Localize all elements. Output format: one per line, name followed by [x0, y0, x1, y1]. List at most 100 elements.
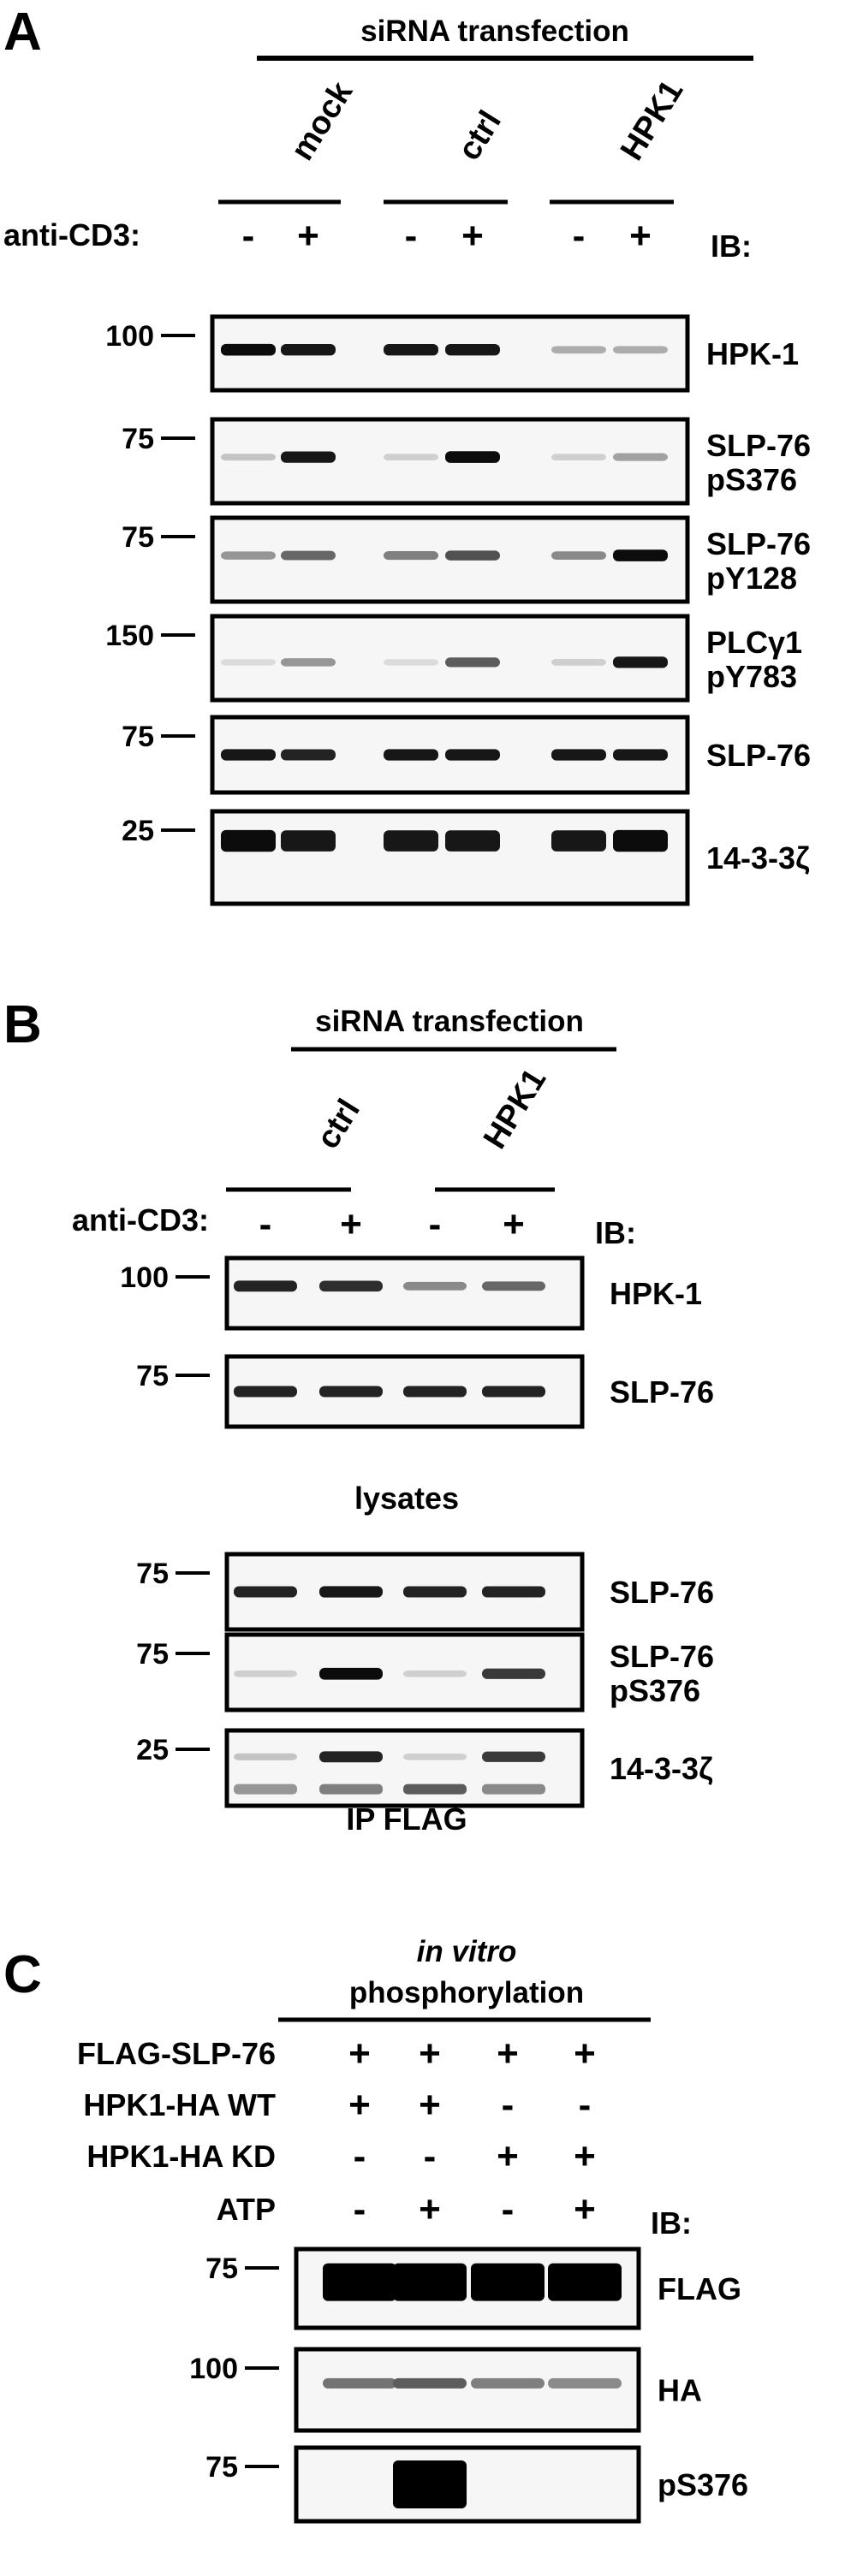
panel-a-blot-frame	[210, 809, 690, 906]
panel-c-ib-target: HA	[658, 2373, 702, 2408]
panel-a-band	[445, 749, 500, 761]
panel-a-band	[384, 551, 438, 561]
panel-b-band	[234, 1753, 297, 1760]
panel-b-letter: B	[3, 995, 42, 1054]
panel-c-row-2-sign-1: +	[348, 2084, 371, 2126]
panel-c-row-1-sign-1: +	[348, 2033, 371, 2074]
panel-a-mw-marker: 25	[122, 815, 154, 847]
panel-b-mw-marker: 25	[136, 1734, 169, 1766]
panel-c-row-1-sign-2: +	[419, 2033, 441, 2074]
panel-c-row-1: FLAG-SLP-76++++	[77, 2033, 596, 2074]
panel-a-band	[445, 550, 500, 561]
panel-b-band	[234, 1280, 297, 1292]
panel-c-ib-target: pS376	[658, 2467, 748, 2502]
panel-c: C in vitro phosphorylation FLAG-SLP-76++…	[3, 1935, 748, 2524]
panel-c-blot-frame	[294, 2347, 641, 2433]
panel-b-blot-frame	[224, 1728, 585, 1808]
panel-a-band	[613, 549, 668, 561]
panel-a-band	[551, 749, 606, 761]
panel-b-mw-marker: 100	[120, 1261, 169, 1294]
panel-c-mw-marker: 100	[189, 2353, 238, 2385]
panel-a-band	[551, 659, 606, 666]
panel-a-band	[613, 829, 668, 852]
panel-b-band	[319, 1586, 383, 1598]
panel-b-sign-2: +	[340, 1203, 362, 1245]
panel-a-band	[221, 454, 276, 461]
panel-b-lane-ctrl: ctrl	[310, 1093, 367, 1154]
panel-c-row-label: HPK1-HA KD	[86, 2139, 276, 2174]
panel-b-band-lower	[319, 1784, 383, 1795]
panel-b-ib-target: SLP-76	[610, 1639, 714, 1674]
panel-a-lane-ctrl: ctrl	[451, 104, 509, 166]
panel-b-band	[482, 1668, 545, 1679]
panel-b-band-lower	[482, 1784, 545, 1795]
panel-c-ib-label: IB:	[651, 2205, 692, 2241]
panel-c-band	[393, 2377, 467, 2389]
panel-b-band	[482, 1586, 545, 1598]
panel-a-band	[384, 659, 438, 666]
panel-b-lysates-caption: lysates	[354, 1481, 459, 1516]
panel-b-mw-marker: 75	[136, 1558, 169, 1590]
panel-b-band	[482, 1281, 545, 1291]
panel-c-row-2-sign-2: +	[419, 2084, 441, 2126]
panel-a-band	[445, 830, 500, 852]
panel-a-band	[281, 550, 336, 561]
panel-a-band	[613, 453, 668, 461]
panel-a-band	[613, 346, 668, 354]
panel-a-sign-6: +	[629, 215, 652, 257]
panel-c-row-3-sign-4: +	[574, 2135, 596, 2177]
panel-b-band	[319, 1667, 383, 1680]
panel-c-band	[548, 2377, 622, 2389]
panel-a-mw-marker: 75	[122, 521, 154, 554]
panel-c-condition-rows: FLAG-SLP-76++++HPK1-HA WT++--HPK1-HA KD-…	[77, 2033, 596, 2230]
panel-b-blot-frame	[224, 1255, 585, 1331]
panel-c-ib-target: FLAG	[658, 2271, 741, 2306]
panel-c-row-3-sign-3: +	[497, 2135, 519, 2177]
panel-b-band	[319, 1751, 383, 1763]
panel-b-ib-target: HPK-1	[610, 1276, 702, 1311]
panel-b-mw-marker: 75	[136, 1638, 169, 1671]
panel-c-band	[471, 2377, 545, 2389]
panel-a-band	[445, 344, 500, 356]
panel-a-treatment-label: anti-CD3:	[3, 217, 140, 252]
panel-b-blot-5: 25 14-3-3ζ	[136, 1728, 713, 1808]
panel-c-row-label: HPK1-HA WT	[83, 2087, 276, 2122]
panel-b-band	[403, 1670, 467, 1677]
panel-a-band	[613, 749, 668, 761]
panel-a-header: siRNA transfection	[360, 15, 629, 48]
panel-a-ib-target: SLP-76	[706, 428, 811, 463]
panel-c-row-4-sign-1: -	[354, 2188, 366, 2230]
panel-a-band	[281, 749, 336, 761]
panel-a-ib-target: PLCγ1	[706, 625, 802, 660]
panel-a-band	[281, 658, 336, 667]
panel-a-sign-5: -	[573, 215, 586, 257]
panel-a-band	[281, 451, 336, 463]
panel-a-sign-3: -	[405, 215, 418, 257]
panel-b-band	[403, 1753, 467, 1760]
panel-b-ib-target: SLP-76	[610, 1575, 714, 1610]
panel-b-band	[482, 1751, 545, 1762]
panel-b-band	[482, 1386, 545, 1398]
panel-c-row-label: ATP	[217, 2192, 276, 2227]
panel-c-row-3: HPK1-HA KD--++	[86, 2135, 596, 2177]
panel-a-band	[384, 749, 438, 761]
panel-a-band	[221, 343, 276, 356]
panel-c-band	[393, 2263, 467, 2301]
panel-b-ib-target: 14-3-3ζ	[610, 1751, 713, 1786]
panel-b-band-lower	[403, 1784, 467, 1795]
panel-c-band	[323, 2263, 396, 2301]
panel-b-band	[319, 1280, 383, 1292]
panel-a-ib-target: SLP-76	[706, 526, 811, 561]
panel-c-letter: C	[3, 1945, 42, 2004]
panel-c-row-3-sign-1: -	[354, 2135, 366, 2177]
panel-a-letter: A	[3, 3, 42, 62]
